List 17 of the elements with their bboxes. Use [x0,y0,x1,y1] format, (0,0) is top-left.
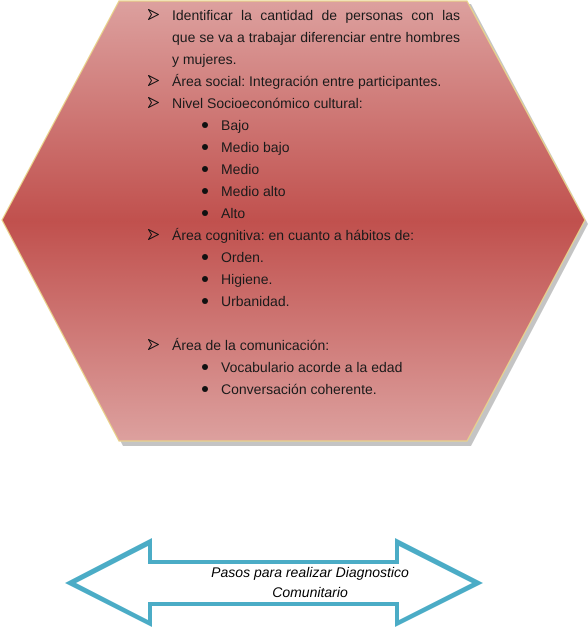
list-item-text: Orden. [221,248,265,267]
list-item-text: Vocabulario acorde a la edad [221,358,404,377]
list-item-text: Área cognitiva: en cuanto a hábitos de: [172,226,416,245]
list-item-text: Bajo [221,116,250,135]
list-item-text: Medio alto [221,182,287,201]
list-item-text: Alto [221,204,246,223]
list-item-text: Área de la comunicación: [172,336,330,355]
list-item-text: Higiene. [221,270,274,289]
list-item-text: Medio [221,160,260,179]
list-item-text: Nivel Socioeconómico cultural: [172,94,364,113]
hexagon-shape [0,0,588,448]
list-item-text: Área social: Integración entre participantes. [172,72,442,91]
arrow-label: Pasos para realizar Diagnostico Comunitario [210,563,410,602]
list-item-text: Urbanidad. [221,292,290,311]
list-item-text: Identificar la cantidad de personas con las que se va a trabajar diferenciar entre hombres y mujeres. [172,6,460,69]
list-item-text: Medio bajo [221,138,290,157]
list-item-text: Conversación coherente. [221,380,378,399]
